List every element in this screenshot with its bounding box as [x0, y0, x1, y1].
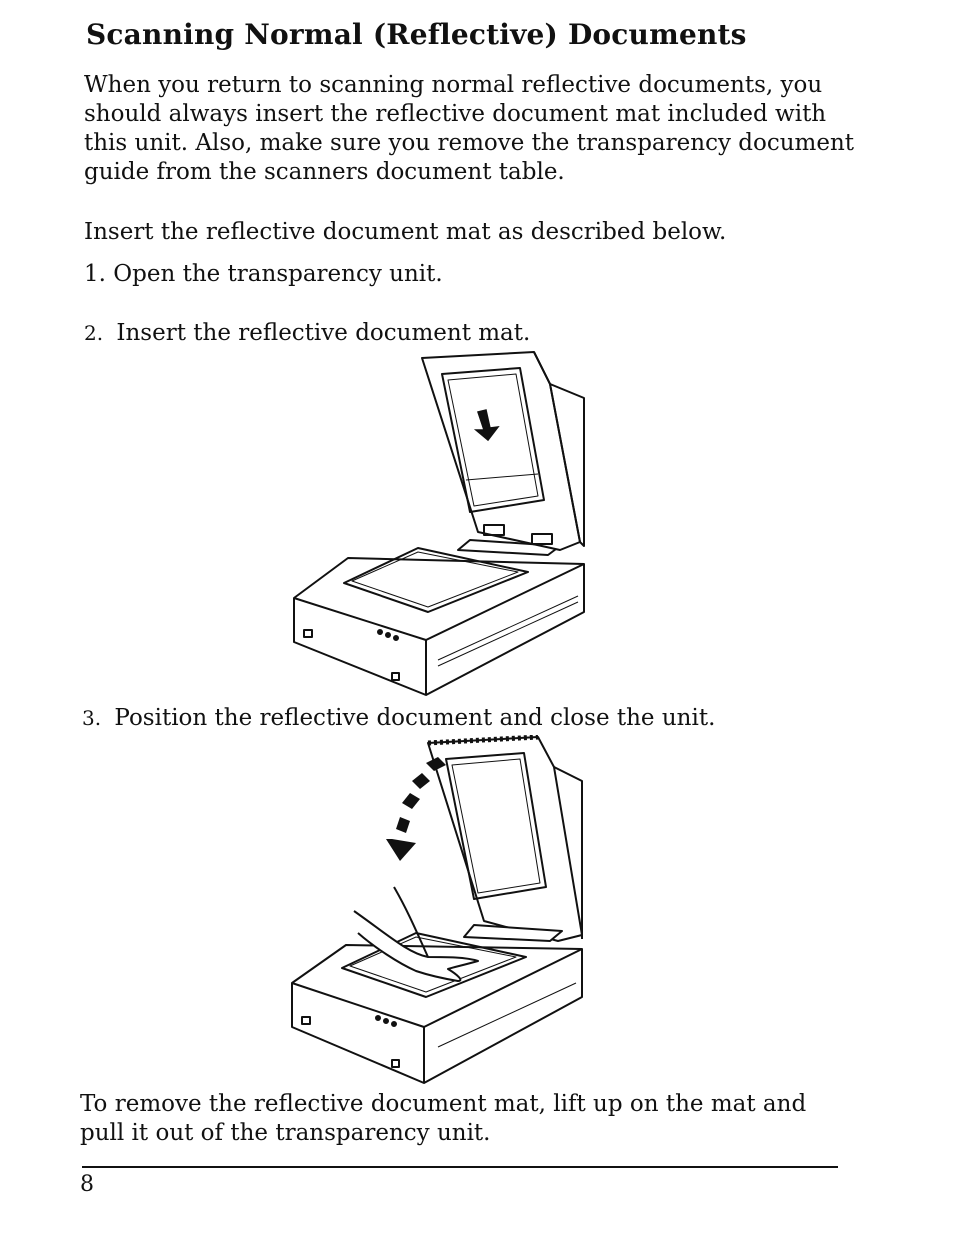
step-2-text: Insert the reflective document mat. — [116, 320, 531, 346]
step-1-text: Open the transparency unit. — [113, 261, 443, 287]
scanner-closing-illustration — [291, 735, 583, 1084]
intro-paragraph: When you return to scanning normal refle… — [84, 72, 854, 185]
closing-paragraph: To remove the reflective document mat, l… — [80, 1091, 807, 1146]
scanner-open-illustration — [293, 351, 585, 696]
page-number: 8 — [80, 1172, 94, 1197]
page-title: Scanning Normal (Reflective) Documents — [86, 18, 747, 51]
step-2-number: 2. — [84, 321, 104, 345]
step-3-number: 3. — [82, 706, 102, 730]
footer-rule — [82, 1166, 838, 1168]
step-3-text: Position the reflective document and clo… — [114, 705, 716, 731]
step-1-number: 1. — [84, 261, 106, 287]
instruction-text: Insert the reflective document mat as de… — [84, 219, 727, 245]
step-1: 1. Open the transparency unit. — [84, 260, 443, 289]
step-3: 3. Position the reflective document and … — [82, 704, 715, 733]
step-2: 2. Insert the reflective document mat. — [84, 319, 530, 348]
